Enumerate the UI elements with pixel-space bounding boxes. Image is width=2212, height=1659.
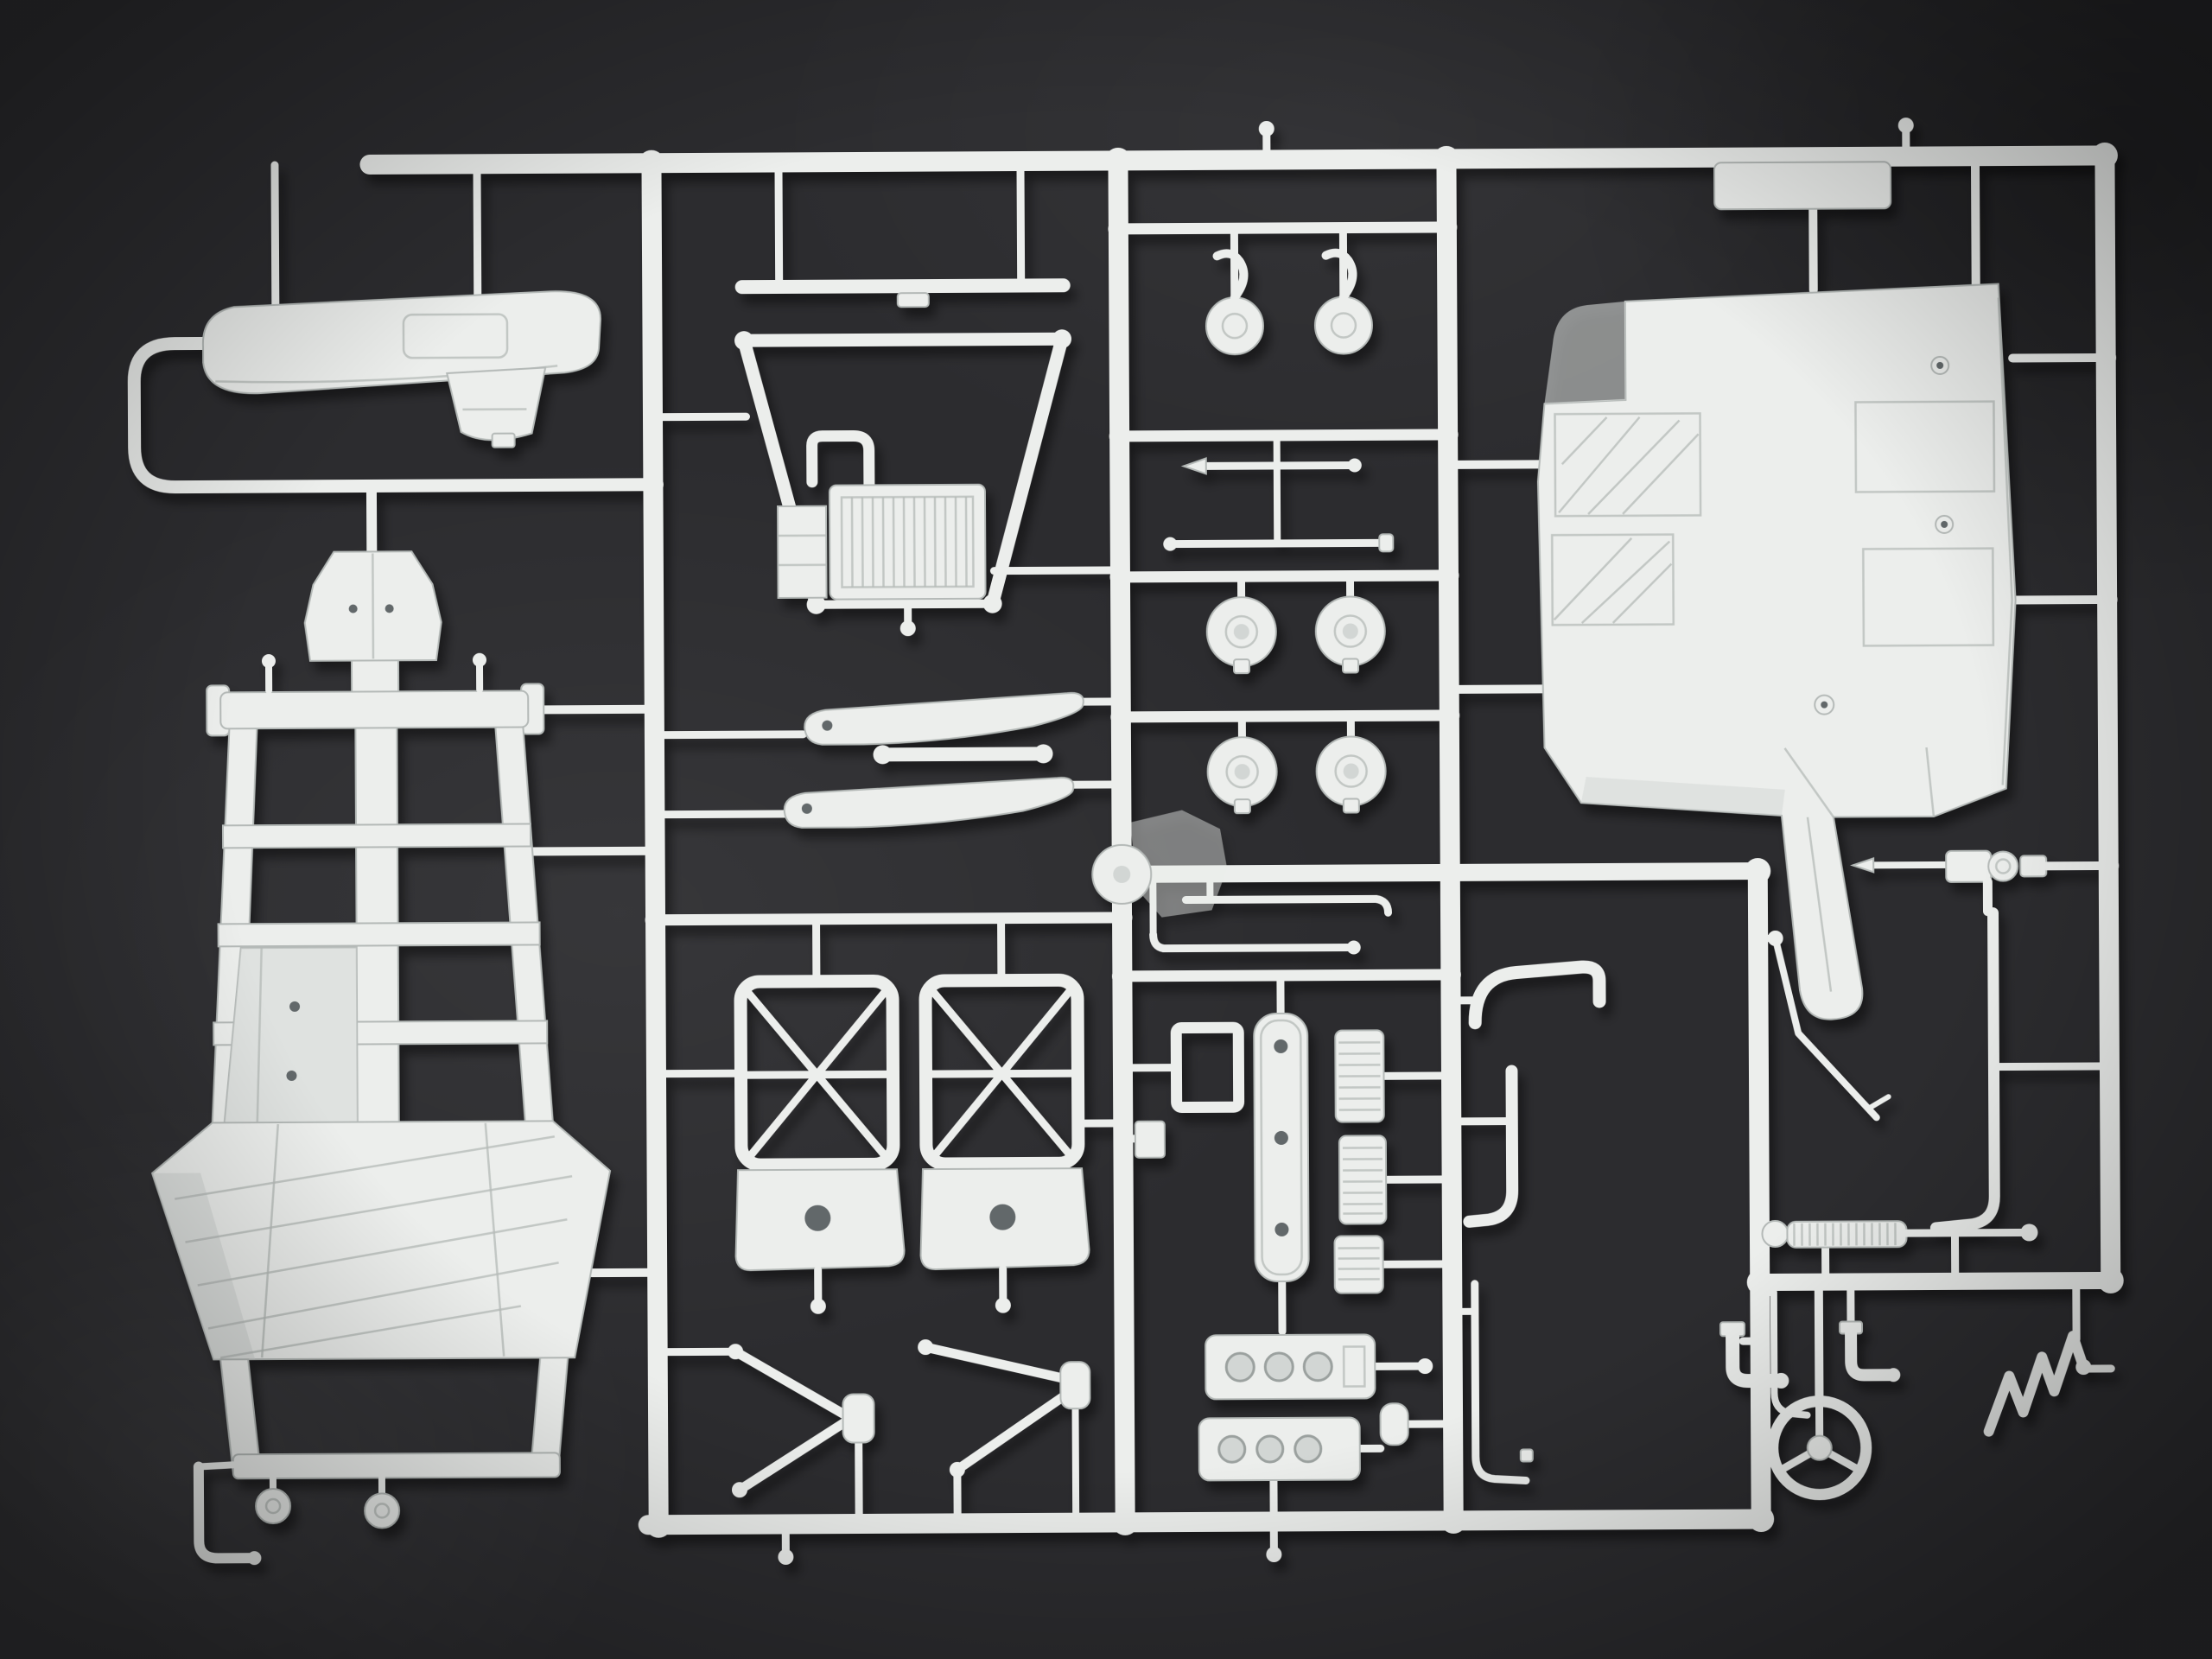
sprue-frame (127, 118, 2124, 1565)
brake-drum (1315, 735, 1387, 814)
coil-spring-bar-part (1761, 1219, 2038, 1287)
exhaust-elbow-part (1446, 960, 1606, 1030)
hook-parts (1205, 224, 1373, 356)
pipe-elbow-parts (1719, 1277, 1901, 1389)
brake-drum (1314, 595, 1386, 674)
tie-rod-parts (1149, 431, 1395, 955)
steering-column-part (1850, 849, 2113, 917)
cylinder-barrel-part (1379, 1402, 1409, 1446)
radiator-part (777, 430, 987, 601)
open-bracket-part (1118, 1021, 1245, 1114)
right-downpipe-part (1929, 907, 2113, 1234)
center-downpipe-part (1447, 1065, 1519, 1228)
floor-pan-part (1443, 151, 2112, 1020)
plastic-flash (1129, 810, 1228, 918)
radiator-grid (850, 496, 968, 588)
wishbone-parts (653, 1339, 1091, 1529)
seat-frame-left (734, 974, 906, 1314)
junction-disc-part (1091, 843, 1153, 905)
small-bracket-part (1119, 1120, 1166, 1159)
brake-drum (1205, 596, 1277, 675)
steering-wheel-part (1767, 1277, 1872, 1501)
windshield-frame-part (648, 157, 1124, 637)
ribbed-vent-parts (1333, 1029, 1457, 1294)
chassis-frame-part (150, 550, 662, 1566)
leaf-spring-parts (650, 691, 1126, 829)
lever-rod-part (1448, 1280, 1534, 1484)
brake-drum (1206, 736, 1278, 815)
dashboard-part (202, 160, 601, 448)
seat-frame-parts (652, 914, 1128, 1314)
engine-block-parts (1198, 1333, 1458, 1526)
brake-lever-part (1754, 930, 1891, 1122)
roof-panel-part (1713, 161, 1892, 211)
exhaust-manifold-part (1983, 1276, 2115, 1437)
seat-frame-right (918, 973, 1090, 1313)
steering-wheel-hub (1806, 1434, 1833, 1461)
frame-rail-part (1253, 971, 1310, 1336)
header-bar-part (734, 278, 1071, 295)
dashboard-cowl (445, 366, 547, 442)
brake-drum-parts (1205, 572, 1387, 815)
